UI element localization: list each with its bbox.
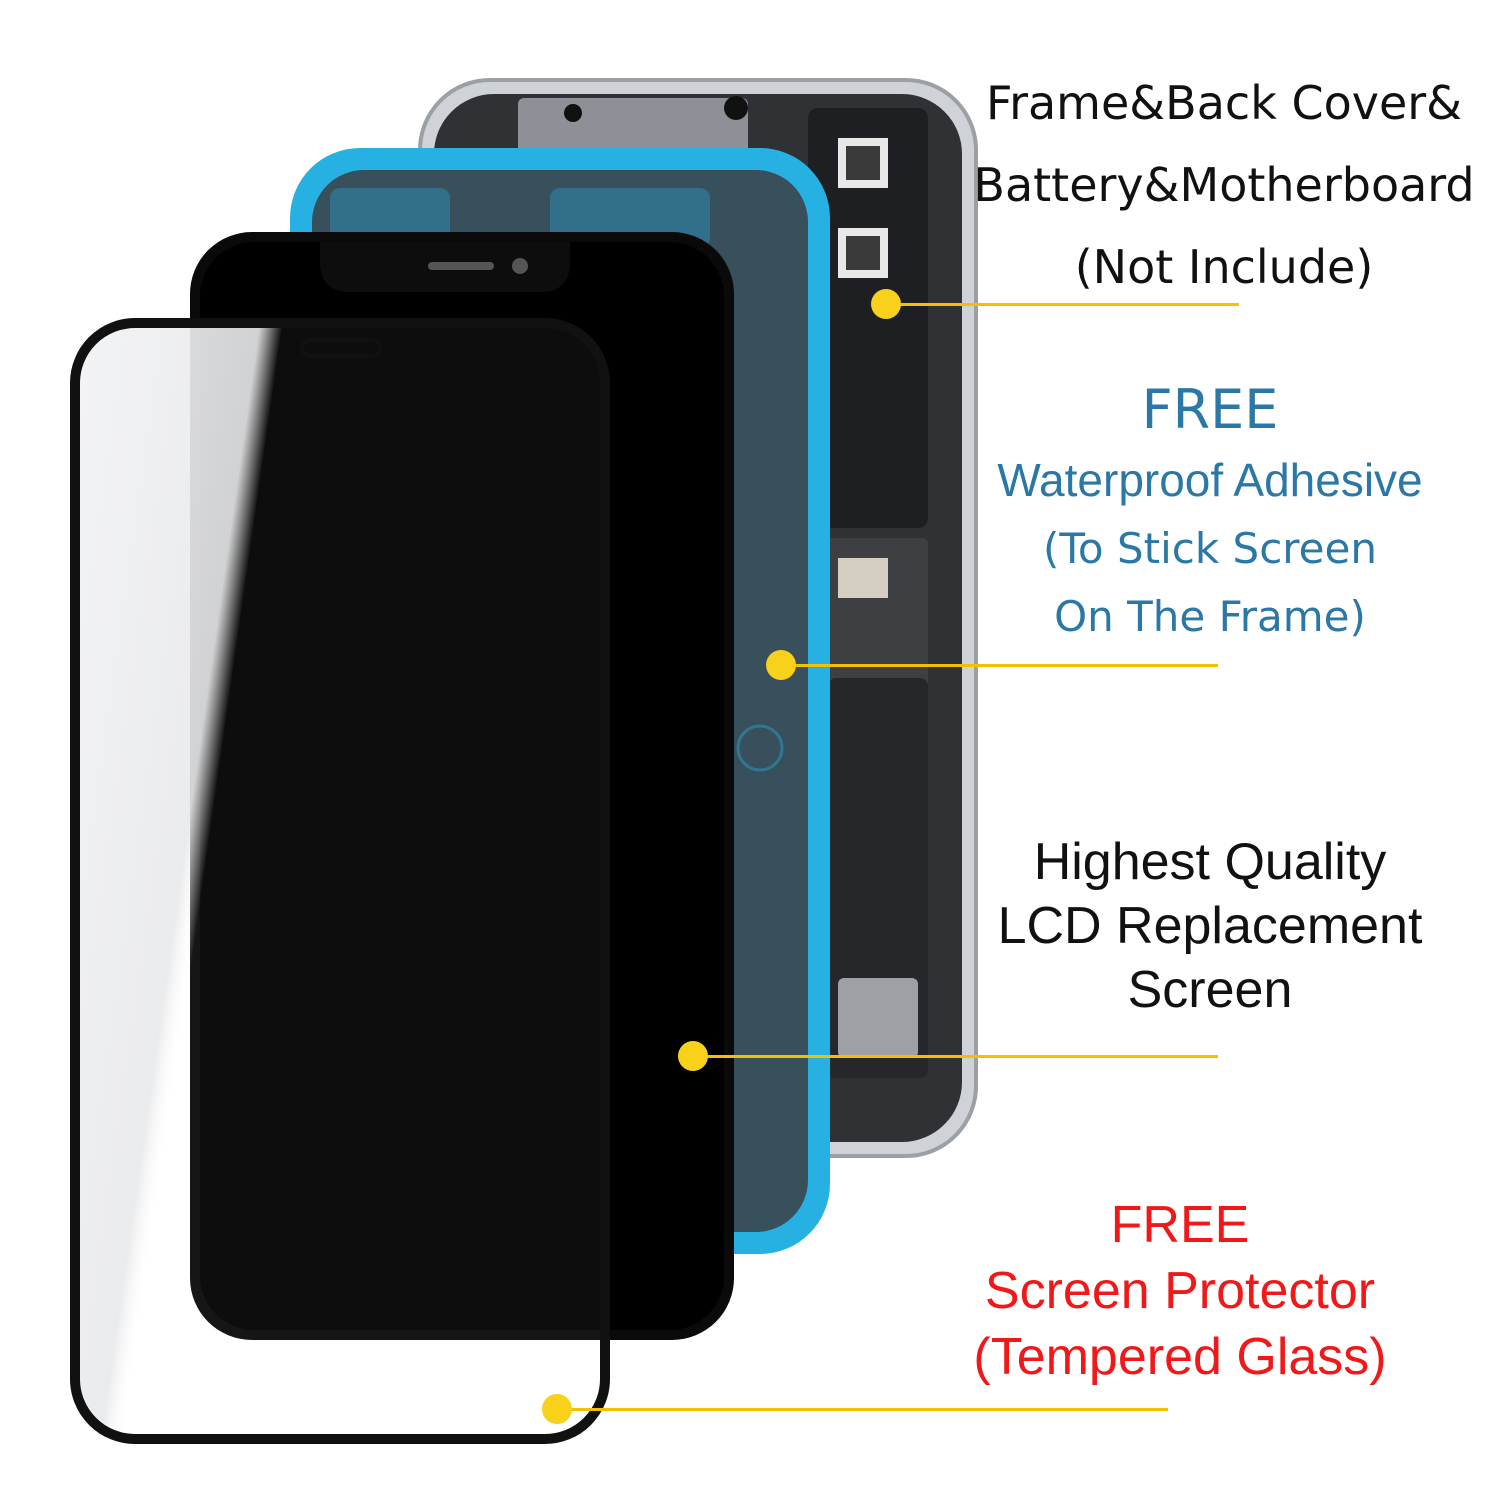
lcd-line1: Highest Quality [1033,833,1387,891]
lcd-label: Highest Quality LCD Replacement Screen [960,830,1460,1022]
protector-callout-dot [542,1394,572,1424]
adhesive-line2: On The Frame) [1054,592,1366,641]
lcd-line2: LCD Replacement [997,897,1423,955]
adhesive-callout-dot [766,650,796,680]
frame-label-line2: Battery&Motherboard [973,158,1475,212]
lcd-callout-line [692,1055,1218,1058]
frame-label-line1: Frame&Back Cover& [985,76,1463,130]
frame-label-line3: (Not Include) [1074,240,1374,294]
protector-line1: (Tempered Glass) [973,1328,1387,1386]
frame-callout-dot [871,289,901,319]
protector-callout-line [556,1408,1168,1411]
adhesive-free-text: FREE [1141,378,1279,441]
adhesive-line1: (To Stick Screen [1043,524,1377,573]
frame-callout-line [885,303,1239,306]
protector-free-text: FREE [1110,1196,1250,1254]
protector-title: Screen Protector [984,1262,1376,1320]
tempered-glass-protector-illustration [70,318,610,1444]
adhesive-callout-line [780,664,1218,667]
adhesive-title: Waterproof Adhesive [997,454,1423,506]
lcd-callout-dot [678,1041,708,1071]
adhesive-label: FREE Waterproof Adhesive (To Stick Scree… [960,375,1460,651]
lcd-line3: Screen [1127,961,1293,1019]
protector-label: FREE Screen Protector (Tempered Glass) [930,1192,1430,1390]
frame-label: Frame&Back Cover& Battery&Motherboard (N… [950,62,1498,308]
